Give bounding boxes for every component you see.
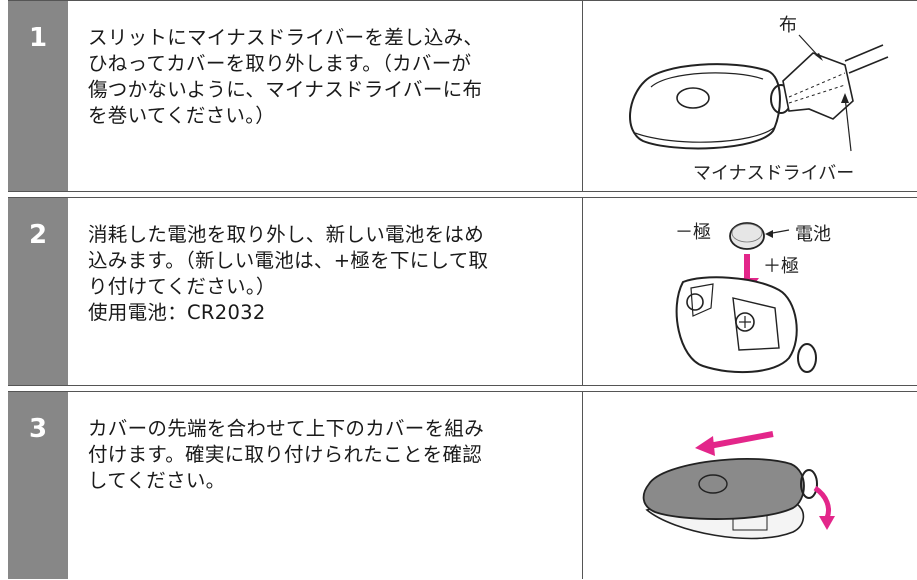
instruction-line: 付けます。確実に取り付けられたことを確認 [88,443,483,466]
step-number-cell: 2 [8,198,68,385]
instruction-line: スリットにマイナスドライバーを差し込み、 [88,26,484,49]
key-ring [797,343,817,373]
instruction-line: してください。 [88,469,226,492]
step-number-cell: 3 [8,392,68,579]
instruction-line: カバーの先端を合わせて上下のカバーを組み [88,417,484,440]
key-with-screwdriver-drawing [629,34,889,152]
step-row-3: 3 カバーの先端を合わせて上下のカバーを組み 付けます。確実に取り付けられたこと… [8,391,917,579]
instruction-line: 使用電池：CR2032 [88,301,266,324]
label-plus-pole: ＋極 [763,256,799,277]
step-number-cell: 1 [8,1,68,191]
column-divider [582,198,583,385]
instruction-line: ひねってカバーを取り外します。（カバーが [88,52,472,75]
column-divider [582,1,583,191]
instruction-line: り付けてください。） [88,275,276,298]
instruction-line: 傷つかないように、マイナスドライバーに布 [88,78,483,101]
label-screwdriver: マイナスドライバー [693,163,855,184]
instruction-line: を巻いてください。） [88,104,276,127]
illustration-replace-battery: －極 電池 ＋極 [583,198,917,385]
step-row-1: 1 スリットにマイナスドライバーを差し込み、 ひねってカバーを取り外します。（カ… [8,0,917,192]
battery-shape [729,222,765,250]
step-instructions: カバーの先端を合わせて上下のカバーを組み 付けます。確実に取り付けられたことを確… [88,416,568,494]
label-cloth: 布 [779,15,797,36]
press-arrow [813,485,831,519]
illustration-attach-cover [583,392,917,579]
step-number: 3 [28,414,48,444]
step-row-2: 2 消耗した電池を取り外し、新しい電池をはめ 込みます。（新しい電池は、+極を下… [8,197,917,386]
key-ring [800,469,818,499]
step-instructions: 消耗した電池を取り外し、新しい電池をはめ 込みます。（新しい電池は、+極を下にし… [88,222,568,326]
key-fob-shape [629,63,781,150]
label-minus-pole: －極 [675,222,711,243]
emblem-shape [676,87,710,109]
slide-arrow [708,431,774,449]
column-divider [582,392,583,579]
illustration-remove-cover: 布 マイナスドライバー [583,1,917,191]
instruction-line: 込みます。（新しい電池は、+極を下にして取 [88,249,489,272]
screwdriver-shaft [844,44,889,74]
open-key-battery-drawing [675,222,817,374]
step-instructions: スリットにマイナスドライバーを差し込み、 ひねってカバーを取り外します。（カバー… [88,25,568,129]
closing-key-cover-drawing [642,431,835,540]
instruction-line: 消耗した電池を取り外し、新しい電池をはめ [88,223,485,246]
step-number: 2 [28,220,48,250]
step-number: 1 [28,23,48,53]
label-battery: 電池 [795,224,831,245]
